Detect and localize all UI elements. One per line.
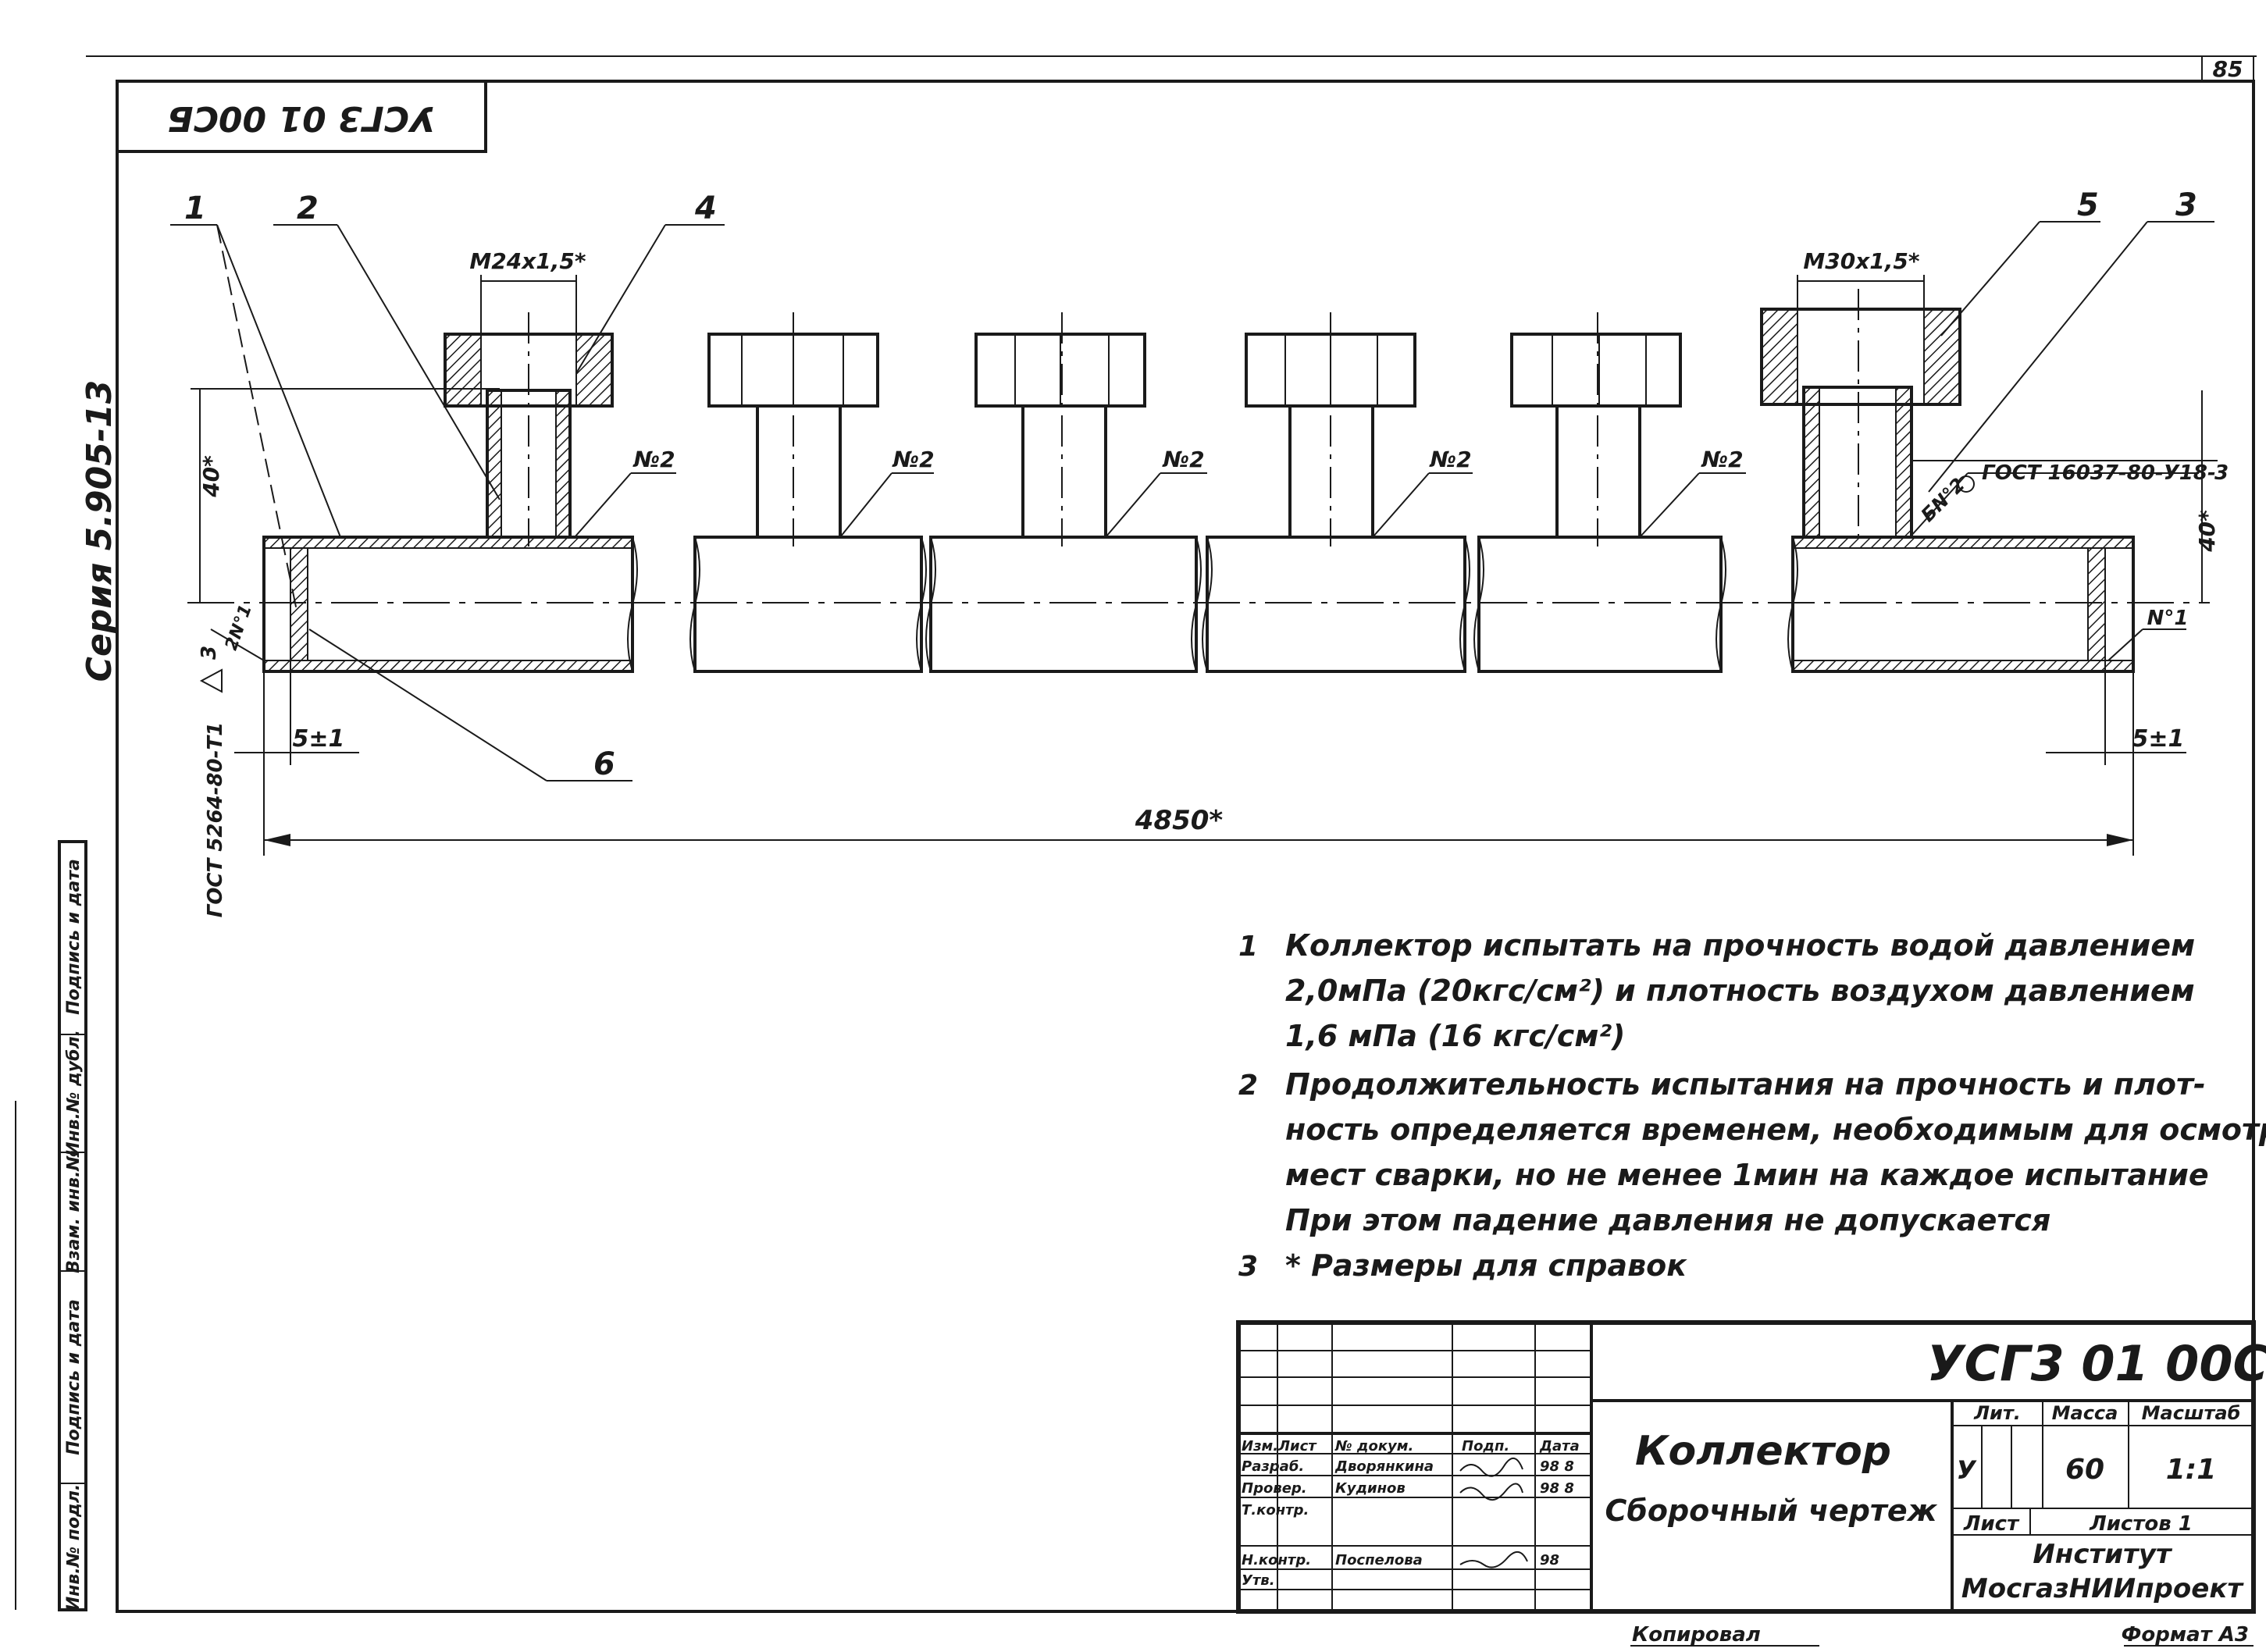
nozzle-2 [707, 312, 879, 547]
signature-norm-control [1459, 1551, 1528, 1568]
sheet-label: Лист [1963, 1512, 2020, 1536]
stamp-rotated-text: УСГ3 01 00СБ [167, 98, 436, 138]
nozzle-3 [974, 312, 1146, 547]
nozzle-5 [1510, 312, 1682, 547]
weld-mark-5: №2 [1700, 447, 1743, 472]
row-1-role: Разраб. [1242, 1458, 1304, 1475]
note-1-line-1: Коллектор испытать на прочность водой да… [1285, 928, 2195, 963]
row-3-role: Т.контр. [1242, 1502, 1309, 1518]
row-1-date: 98 8 [1540, 1458, 1574, 1475]
lit-value: У [1957, 1455, 1977, 1485]
nozzle-right [1760, 289, 1961, 547]
signature-developer [1459, 1458, 1523, 1477]
scale-value: 1:1 [2166, 1454, 2217, 1486]
sheet-frame [86, 55, 2257, 1613]
strip-dup-number: Инв.№ дубл. [64, 1030, 84, 1156]
note-1-line-2: 2,0мПа (20кгс/см²) и плотность воздухом … [1285, 974, 2195, 1008]
signature-checker [1459, 1483, 1523, 1501]
note-3-number: 3 [1238, 1251, 1258, 1283]
dim-overall-length: 4850* [1135, 805, 1224, 836]
left-gost-vertical: ГОСТ 5264-80-Т1 [204, 722, 227, 918]
row-2-name: Кудинов [1335, 1480, 1406, 1497]
note-2-line-3: мест сварки, но не менее 1мин на каждое … [1285, 1158, 2209, 1192]
row-5-date: 98 [1540, 1552, 1559, 1568]
dim-gap-right: 5±1 [2132, 725, 2185, 753]
nozzle-4 [1245, 312, 1416, 547]
dim-thread-right: M30x1,5* [1803, 248, 1919, 274]
row-0-sign: Подп. [1462, 1438, 1509, 1454]
format-label: Формат А3 [2122, 1623, 2249, 1647]
top-stamp: УСГ3 01 00СБ [116, 80, 487, 153]
weld-mark-right: БN°2 [1917, 474, 1969, 526]
header-lit: Лит. [1973, 1402, 2021, 1424]
note-1-number: 1 [1238, 931, 1258, 963]
note-2-number: 2 [1238, 1070, 1258, 1102]
weld-mark-2: №2 [891, 447, 934, 472]
row-2-date: 98 8 [1540, 1480, 1574, 1497]
dim-thread-left: M24x1,5* [469, 248, 586, 274]
callout-6: 6 [593, 746, 615, 782]
weld-mark-3: №2 [1161, 447, 1204, 472]
note-3-line-1: * Размеры для справок [1285, 1248, 1687, 1283]
mass-value: 60 [2065, 1454, 2104, 1486]
left-weld-num: 3 [198, 646, 221, 660]
weld-standard-num: 3 [2214, 461, 2229, 485]
strip-replaces: Взам. инв.№ [64, 1150, 84, 1273]
callout-2: 2 [297, 190, 319, 226]
strip-signature-date-2: Подпись и дата [64, 1299, 84, 1455]
weld-standard: ГОСТ 16037-80-У18- [1982, 461, 2216, 485]
notes: 1 Коллектор испытать на прочность водой … [1238, 928, 2266, 1283]
note-1-line-3: 1,6 мПа (16 кгс/см²) [1285, 1019, 1625, 1053]
row-0-date: Дата [1539, 1438, 1580, 1454]
drawing-subtitle: Сборочный чертеж [1605, 1494, 1937, 1528]
row-0-name: № докум. [1334, 1438, 1413, 1454]
callout-3: 3 [2175, 187, 2197, 223]
nozzle-left [444, 312, 614, 547]
left-strip: Подпись и дата Инв.№ дубл. Взам. инв.№ П… [15, 840, 87, 1611]
weld-mark-4: №2 [1428, 447, 1471, 472]
callout-5: 5 [2077, 187, 2099, 223]
weld-end-left: 2N°1 [222, 602, 256, 653]
callout-4: 4 [694, 190, 717, 226]
callout-leaders [170, 221, 2214, 781]
dim-height-left: 40* [198, 455, 224, 498]
drawing-title: Коллектор [1635, 1428, 1891, 1475]
row-5-role: Н.контр. [1242, 1552, 1311, 1568]
row-1-name: Дворянкина [1334, 1458, 1434, 1475]
copied-label: Копировал [1632, 1623, 1761, 1647]
institute-line-2: МосгазНИИпроект [1961, 1573, 2244, 1604]
note-2-line-2: ность определяется временем, необходимым… [1285, 1113, 2266, 1147]
callout-1: 1 [184, 190, 206, 226]
dim-gap-left: 5±1 [293, 725, 345, 753]
row-2-role: Провер. [1242, 1480, 1307, 1497]
series-label: Серия 5.905-13 [80, 380, 119, 682]
strip-signature-date-1: Подпись и дата [64, 859, 84, 1015]
strip-original-number: Инв.№ подл. [64, 1484, 84, 1611]
note-2-line-4: При этом падение давления не допускается [1285, 1203, 2050, 1237]
weld-mark-1: №2 [632, 447, 675, 472]
doc-code: УСГ3 01 00СБ [1927, 1335, 2266, 1392]
weld-end-right: N°1 [2147, 607, 2189, 630]
dimension-lines [191, 275, 2218, 856]
weld-leaders [210, 472, 2199, 661]
row-5-name: Поспелова [1335, 1552, 1423, 1568]
dim-height-right: 40* [2194, 510, 2220, 553]
title-block [1236, 1320, 2256, 1614]
header-scale: Масштаб [2142, 1402, 2241, 1424]
sheet-number: 85 [2213, 56, 2243, 82]
row-0-role: Изм.Лист [1242, 1438, 1317, 1454]
sheets-label: Листов 1 [2089, 1512, 2193, 1536]
institute-line-1: Институт [2033, 1539, 2172, 1570]
collector-pipe [187, 536, 2210, 673]
note-2-line-1: Продолжительность испытания на прочность… [1285, 1067, 2206, 1102]
row-6-role: Утв. [1242, 1572, 1275, 1589]
header-mass: Масса [2052, 1402, 2118, 1424]
